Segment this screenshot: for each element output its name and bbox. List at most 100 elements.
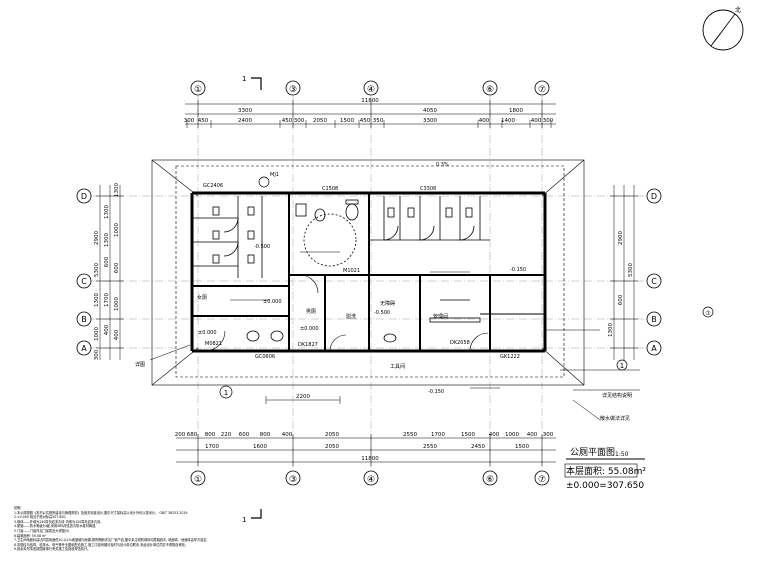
svg-text:⑦: ⑦ [538,85,546,95]
svg-text:1500: 1500 [461,432,475,438]
svg-text:800: 800 [260,432,271,438]
svg-text:2550: 2550 [403,432,417,438]
svg-text:⑦: ⑦ [538,475,546,485]
note-line: 9.其余未尽事宜按国家现行有关施工及验收规范执行。 [14,547,91,552]
note-line: 6.建筑面积: 55.08 m² [14,533,47,538]
svg-text:DK1827: DK1827 [298,342,318,348]
svg-text:3300: 3300 [423,118,437,124]
svg-text:1300: 1300 [608,323,614,337]
svg-text:男厕: 男厕 [306,309,316,315]
svg-text:散水做法详见: 散水做法详见 [600,415,630,422]
svg-text:1000: 1000 [505,432,519,438]
svg-text:1700: 1700 [104,293,110,307]
note-line: 7.卫生间地面标高比同层地面低20,以1%坡度坡向地漏,厕所隔断详见厂家产品,图… [14,538,208,543]
svg-text:2050: 2050 [313,118,327,124]
svg-text:3300: 3300 [238,108,252,114]
area-label: 本层面积: 55.08m² [566,465,646,477]
svg-text:GC0606: GC0606 [255,354,275,360]
svg-text:0.3%: 0.3% [436,162,449,168]
svg-text:1400: 1400 [501,118,515,124]
svg-text:A: A [651,344,657,353]
north-label: 北 [735,6,741,14]
svg-text:2050: 2050 [325,444,339,450]
door-swings [204,274,545,352]
stalls-right [370,196,490,241]
svg-text:详图: 详图 [135,361,145,368]
svg-text:①: ① [194,475,202,485]
svg-text:C: C [651,277,657,286]
svg-text:11800: 11800 [361,98,379,104]
note-line: 2.±0.000 相当于绝对标高307.650, [14,515,67,520]
design-notes: 说明: 1.本公厕按照《农村公共厕所建设与管理规范》及相关标准设计,图中尺寸除标… [14,506,434,552]
dimension-texts-right: 2900 5300 600 1300 [608,231,634,337]
svg-text:400: 400 [527,432,538,438]
svg-text:B: B [81,315,87,324]
svg-text:1000: 1000 [114,223,120,237]
svg-text:1: 1 [242,75,246,83]
svg-text:200: 200 [175,432,186,438]
svg-text:管理间: 管理间 [433,313,448,320]
svg-text:M1021: M1021 [343,268,360,274]
svg-text:±0.000: ±0.000 [198,330,217,336]
svg-text:2450: 2450 [471,444,485,450]
detail-callouts: 1 1 ⑦ [219,176,714,399]
svg-text:400: 400 [479,118,490,124]
svg-text:D: D [651,192,657,201]
svg-text:1: 1 [620,362,624,370]
svg-text:400: 400 [282,432,293,438]
roof-outline [151,159,585,386]
svg-text:1000: 1000 [94,327,100,341]
svg-text:600: 600 [114,262,120,273]
leader-lines [149,329,640,421]
svg-text:1: 1 [224,389,228,397]
svg-text:GK1222: GK1222 [500,354,520,360]
svg-text:1300: 1300 [114,183,120,197]
stalls-left [192,196,263,278]
section-mark-top: 1 [242,75,262,90]
note-line: 5.门窗——门窗详见门窗表及大样图(5) [14,528,70,533]
svg-text:1500: 1500 [340,118,354,124]
svg-text:④: ④ [367,85,375,95]
svg-text:2200: 2200 [296,394,310,400]
svg-text:300: 300 [94,349,100,360]
wash-basins [246,299,481,343]
svg-text:-0.500: -0.500 [374,310,390,316]
svg-text:C: C [81,277,87,286]
svg-text:DK2058: DK2058 [450,340,470,346]
svg-text:2900: 2900 [618,231,624,245]
note-line: 说明: [14,506,22,510]
svg-text:无障碍: 无障碍 [380,300,395,307]
slope-marks [230,251,500,389]
svg-text:工具间: 工具间 [390,363,405,370]
dimension-texts-left: 2900 5300 1300 1000 300 1300 1300 600 17… [94,183,120,361]
dimension-texts-bottom: 2200 200 680 800 220 600 800 400 2050 25… [175,394,554,462]
svg-text:2400: 2400 [238,118,252,124]
svg-text:④: ④ [367,475,375,485]
svg-text:680: 680 [187,432,198,438]
dimensions-right [610,185,638,360]
svg-text:2550: 2550 [423,444,437,450]
svg-text:MJ1: MJ1 [270,172,279,178]
svg-text:⑥: ⑥ [486,475,494,485]
svg-text:350: 350 [373,118,384,124]
axis-bubbles-left: D C B A [76,188,92,356]
interior-walls [192,193,545,351]
svg-text:11800: 11800 [361,456,379,462]
svg-text:2050: 2050 [325,432,339,438]
dimensions-top [185,100,556,128]
dimensions-left [96,185,124,360]
svg-text:5300: 5300 [94,263,100,277]
svg-text:①: ① [194,85,202,95]
svg-text:400: 400 [489,432,500,438]
svg-text:4050: 4050 [423,108,437,114]
svg-text:1700: 1700 [431,432,445,438]
note-line: 4.屋面——防水等级为I级,采用SBS改性沥青防水卷材两道, [14,524,97,529]
svg-text:600: 600 [239,432,250,438]
svg-text:GC2406: GC2406 [203,183,223,189]
svg-text:300: 300 [294,118,305,124]
svg-text:女厕: 女厕 [197,294,207,301]
note-line: 8.本图应与结构、给排水、电气等专业图纸配合施工,施工中如有疑问及时与设计单位联… [14,542,189,547]
svg-text:2900: 2900 [94,231,100,245]
svg-text:1800: 1800 [509,108,523,114]
svg-text:300: 300 [184,118,195,124]
